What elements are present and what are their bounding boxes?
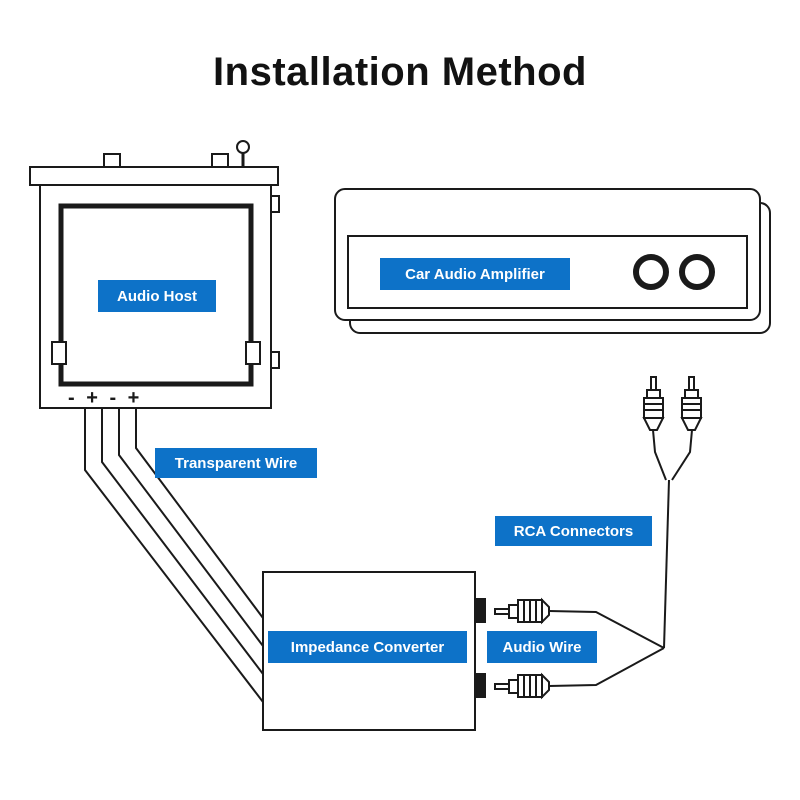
host-terminal-marks: - + - + — [68, 387, 142, 409]
label-rca-connectors: RCA Connectors — [495, 516, 652, 546]
transparent-wires — [84, 408, 264, 703]
rca-connectors-drawing — [642, 376, 703, 649]
converter-jack-top — [474, 598, 486, 623]
amplifier-jack-left — [633, 254, 669, 290]
audio-wire-cable-bottom — [548, 647, 665, 687]
host-clip-right — [245, 341, 261, 365]
amplifier-front-panel — [347, 235, 748, 309]
host-screw-head — [236, 140, 250, 154]
wire-3 — [118, 408, 264, 647]
amplifier-jack-right — [679, 254, 715, 290]
rca-plug-right — [680, 376, 703, 431]
label-car-audio-amplifier: Car Audio Amplifier — [380, 258, 570, 290]
rca-cable-main — [663, 479, 670, 649]
audio-host-drawing: - + - + — [29, 140, 280, 409]
audio-wire-plug-bottom — [494, 672, 550, 700]
label-audio-host: Audio Host — [98, 280, 216, 312]
rca-cable-right — [671, 429, 693, 481]
rca-plug-left — [642, 376, 665, 431]
converter-jack-bottom — [474, 673, 486, 698]
host-top-bracket — [29, 166, 279, 186]
host-clip-left — [51, 341, 67, 365]
rca-cable-left — [652, 429, 667, 481]
diagram-title: Installation Method — [213, 50, 587, 94]
wire-2 — [101, 408, 264, 675]
host-side-tab-bottom — [270, 351, 280, 369]
host-inner-frame — [58, 203, 254, 387]
wire-4 — [135, 408, 264, 619]
host-side-tab-top — [270, 195, 280, 213]
label-impedance-converter: Impedance Converter — [268, 631, 467, 663]
audio-wire-cable-top — [548, 610, 665, 649]
host-top-tab-left — [103, 153, 121, 168]
label-audio-wire: Audio Wire — [487, 631, 597, 663]
host-top-tab-right — [211, 153, 229, 168]
audio-wire-drawing — [494, 597, 665, 700]
label-transparent-wire: Transparent Wire — [155, 448, 317, 478]
wire-1 — [84, 408, 264, 703]
audio-wire-plug-top — [494, 597, 550, 625]
